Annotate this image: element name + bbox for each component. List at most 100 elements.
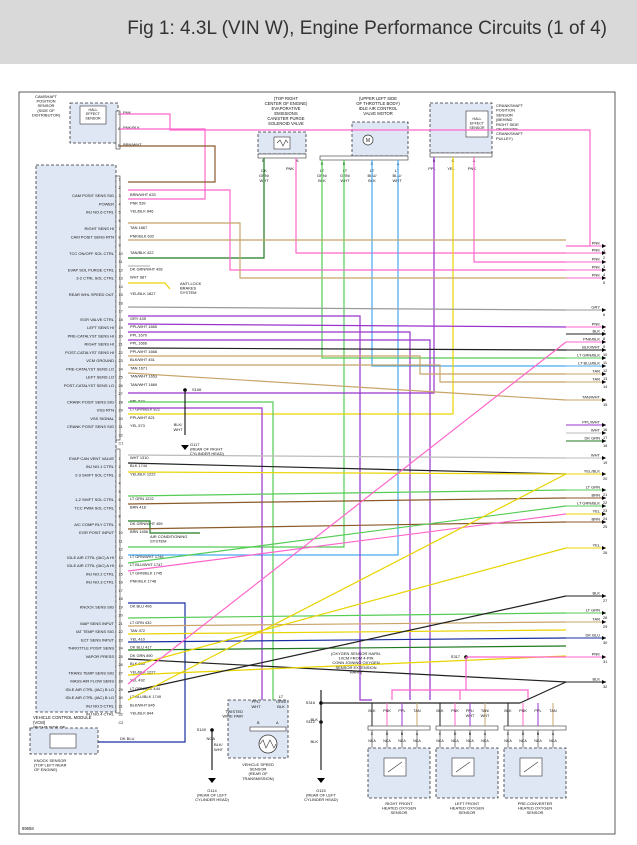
o2-harn-label: (OXYGEN SENSOR HARN. bbox=[331, 651, 381, 656]
vcm-pin-number: 24 bbox=[119, 647, 123, 651]
vcm-pin-label: TCC ON/OFF SOL CTRL bbox=[69, 251, 115, 256]
ppl-crank bbox=[128, 157, 435, 394]
wire-arrow bbox=[602, 380, 606, 384]
crank-sensor-label: OF ENGINE bbox=[496, 127, 518, 132]
vcm-pin-wire: TAN 1667 bbox=[130, 225, 147, 230]
vcm-pin-number: 32 bbox=[119, 433, 123, 437]
vcm-pin-number: 4 bbox=[119, 482, 121, 486]
ppl-precat bbox=[127, 323, 567, 328]
wire-arrow bbox=[602, 520, 606, 524]
motor-letter: M bbox=[366, 138, 370, 144]
right-wire-label: PNK bbox=[592, 265, 601, 270]
tan-right-hi bbox=[128, 222, 566, 279]
abs-label: ANTI-LOCK bbox=[180, 281, 202, 286]
right-wire-label: BLK bbox=[592, 677, 600, 682]
o2-pin: C bbox=[507, 732, 510, 736]
vss-pin: B bbox=[257, 721, 260, 725]
crank-sensor-label: POSITION bbox=[496, 108, 515, 113]
wire-arrow bbox=[602, 348, 606, 352]
right-wire-number: 4 bbox=[603, 272, 606, 277]
vcm-pin-label: VSS SIGNAL bbox=[90, 416, 115, 421]
right-wire-number: 15 bbox=[603, 402, 607, 407]
vcm-pin-number: 29 bbox=[119, 688, 123, 692]
vcm-pin-number: 27 bbox=[119, 671, 123, 675]
pnk-crank bbox=[473, 157, 566, 263]
vcm-pin-number: 9 bbox=[119, 244, 121, 248]
knock-sensor-label: (TOP LEFT REAR bbox=[34, 763, 67, 768]
cam-pin: B bbox=[118, 144, 121, 148]
s140-label: S140 bbox=[197, 727, 207, 732]
wire-arrow bbox=[602, 268, 606, 272]
right-wire-number: 11 bbox=[603, 360, 607, 365]
right-wire-number: 6 bbox=[603, 312, 605, 317]
vcm-pin-wire: PNK/BLK 632 bbox=[130, 233, 154, 238]
o2-left-front-label: HEATED OXYGEN bbox=[450, 806, 484, 811]
vcm-label: VEHICLE CONTROL MODULE bbox=[33, 715, 92, 720]
g115-wire-label: BLK bbox=[310, 739, 318, 744]
abs-label: SYSTEM bbox=[180, 290, 196, 295]
vcm-pin-number: 20 bbox=[119, 334, 123, 338]
lt-grn-wht-iac bbox=[128, 160, 345, 548]
g115-label: (REAR OF LEFT bbox=[306, 793, 337, 798]
o2-wire-label: PNK bbox=[383, 709, 391, 713]
wire-arrow bbox=[602, 512, 606, 516]
vcm-pin-wire: YEL/BLK 1827 bbox=[130, 291, 156, 296]
lt-grn-blk-vss bbox=[128, 401, 274, 727]
vcm-pin-number: 28 bbox=[119, 680, 123, 684]
vcm-pin-label: POST-CATALYST SENS HI bbox=[65, 350, 114, 355]
right-wire-number: 27 bbox=[603, 598, 607, 603]
right-wire-label: TAN bbox=[592, 377, 600, 382]
o2-harn-label: 10CM FROM 4-PIN bbox=[339, 656, 374, 661]
o2-pin: A bbox=[416, 732, 419, 736]
vcm-pin-label: RIGHT SENS HI bbox=[85, 226, 115, 231]
iac-wire-label: WHT bbox=[392, 178, 402, 183]
vcm-pin-label: EVAP CAN VENT VALVE bbox=[69, 456, 114, 461]
vcm-pin-wire: TAN 1671 bbox=[130, 365, 147, 370]
ppl-right-hi bbox=[128, 331, 411, 700]
lt-grn-blk-inj2 bbox=[127, 505, 567, 564]
ground-g114 bbox=[208, 778, 216, 783]
brn-tcc-pwm bbox=[127, 497, 567, 505]
right-wire-label: LT GRN bbox=[586, 608, 600, 613]
vcm-pin-label: A/C COMP RLY CTRL bbox=[74, 522, 115, 527]
sensor-element-symbol bbox=[387, 761, 403, 773]
yel-crank bbox=[128, 157, 454, 415]
vss-wire-label: WHT bbox=[251, 704, 261, 709]
o2-wire-label: WHT bbox=[481, 714, 490, 718]
vcm-pin-wire: YEL 492 bbox=[130, 678, 145, 683]
vcm-pin-wire: PNK 539 bbox=[130, 200, 146, 205]
vcm-pin-number: 13 bbox=[119, 277, 123, 281]
o2-harn-label: HARN) bbox=[350, 669, 363, 674]
vcm-pin-number: 23 bbox=[119, 359, 123, 363]
iac-label: OF THROTTLE BODY) bbox=[356, 101, 400, 106]
evap-label: EMISSIONS bbox=[274, 111, 297, 116]
wire-arrow bbox=[602, 423, 606, 427]
vcm-pin-number: 21 bbox=[119, 343, 123, 347]
wire-arrow bbox=[602, 655, 606, 659]
right-wire-label: PNK bbox=[592, 257, 601, 262]
right-wire-number: 25 bbox=[603, 524, 607, 529]
o2-nca: NCA bbox=[549, 739, 557, 743]
vcm-pin-wire: YEL/BLK 844 bbox=[130, 711, 154, 716]
crank-sensor-label: PULLEY) bbox=[496, 136, 513, 141]
vcm-pin-number: 6 bbox=[119, 219, 121, 223]
wire-arrow bbox=[602, 325, 606, 329]
o2-pin: B bbox=[537, 732, 540, 736]
tan-wht-left-lo bbox=[128, 364, 566, 383]
vcm-pin-number: 11 bbox=[119, 539, 123, 543]
vcm-pin-number: 32 bbox=[119, 713, 123, 717]
o2-pin: A bbox=[552, 732, 555, 736]
vcm-pin-label: INJ NO.5 CTRL bbox=[86, 703, 115, 708]
o2-left-front-label: SENSOR bbox=[459, 810, 476, 815]
ppl-wht-postcat bbox=[128, 339, 431, 700]
pnk-black-cam-rtn bbox=[120, 128, 206, 200]
o2-nca: NCA bbox=[481, 739, 489, 743]
vcm-pin-label: IDLE AIR CTRL (IAC) A HI bbox=[67, 555, 114, 560]
vcm-pin-label: IDLE AIR CTRL (IAC) B LO bbox=[65, 687, 114, 692]
wire-arrow bbox=[602, 340, 606, 344]
vcm-pin-wire: DK GRN/WHT 428 bbox=[130, 266, 163, 271]
vcm-pin-label: REAR WHL SPEED OUT bbox=[69, 292, 115, 297]
vcm-pin-wire: LT GRN/WHT 1746 bbox=[130, 554, 164, 559]
vcm-pin-number: 27 bbox=[119, 392, 123, 396]
vcm-pin-number: 14 bbox=[119, 564, 123, 568]
